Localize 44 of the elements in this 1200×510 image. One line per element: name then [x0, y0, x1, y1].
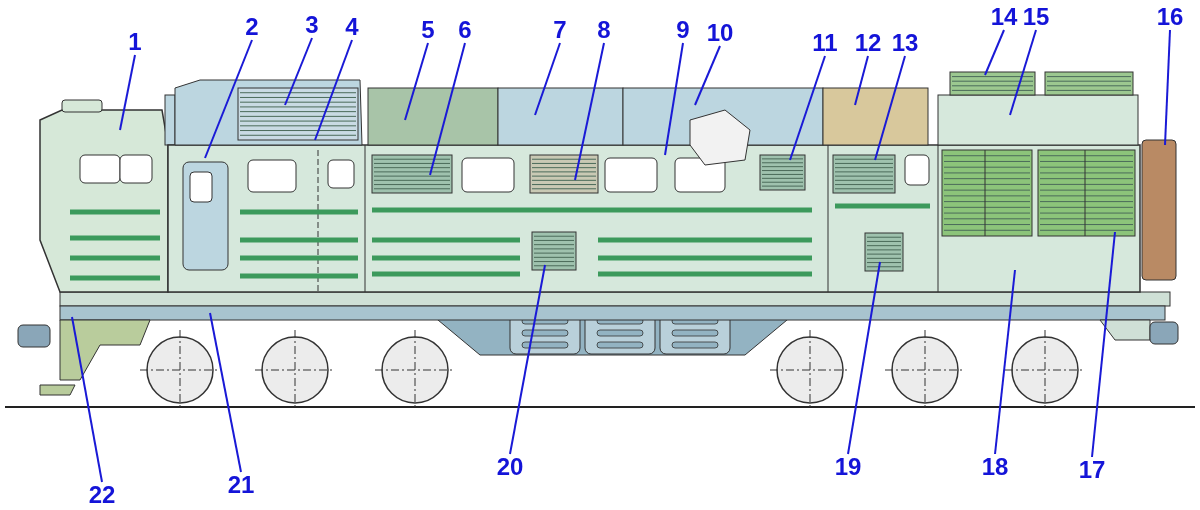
leader-line [1009, 29, 1037, 116]
callout-number: 7 [553, 17, 567, 43]
leader-line [994, 269, 1016, 455]
callout-number: 22 [88, 482, 116, 508]
callout-number: 1 [128, 29, 142, 55]
leader-line [874, 55, 906, 161]
callout-number: 18 [981, 454, 1009, 480]
leader-line [209, 312, 242, 473]
leader-line [509, 264, 546, 455]
leader-line [789, 55, 826, 161]
callout-number: 10 [706, 20, 734, 46]
leader-line [119, 54, 136, 131]
leader-line [694, 45, 721, 106]
callout-number: 21 [227, 472, 255, 498]
leader-line [284, 37, 313, 106]
leader-line [574, 42, 605, 181]
leader-line [664, 42, 684, 156]
leader-line [984, 29, 1005, 76]
leader-line [1164, 29, 1171, 146]
callout-number: 20 [496, 454, 524, 480]
leader-line [404, 42, 429, 121]
callout-number: 8 [597, 17, 611, 43]
leader-line [847, 261, 881, 455]
leader-line [1091, 231, 1116, 458]
leader-line [429, 42, 466, 176]
callout-number: 17 [1078, 457, 1106, 483]
callout-number: 13 [891, 30, 919, 56]
callout-number: 5 [421, 17, 435, 43]
leader-line [854, 55, 869, 106]
callout-number: 3 [305, 12, 319, 38]
callout-number: 6 [458, 17, 472, 43]
callout-number: 15 [1022, 4, 1050, 30]
leader-line [71, 316, 103, 483]
callout-number: 14 [990, 4, 1018, 30]
callout-number: 11 [812, 30, 838, 56]
callout-number: 9 [676, 17, 690, 43]
callout-number: 12 [854, 30, 882, 56]
leader-line [314, 39, 353, 141]
callout-number: 2 [245, 14, 259, 40]
callout-number: 4 [345, 14, 359, 40]
callout-number: 16 [1156, 4, 1184, 30]
leader-line [534, 42, 561, 116]
leader-line [204, 39, 253, 159]
callout-number: 19 [834, 454, 862, 480]
